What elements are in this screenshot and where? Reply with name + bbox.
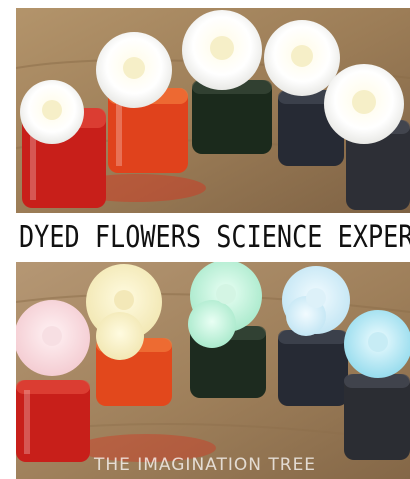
flower-pale-yellow [86, 264, 162, 360]
flower-white-1 [20, 80, 84, 144]
flower-white-5 [324, 64, 404, 144]
flower-white-4 [264, 20, 340, 96]
title-banner: DYED FLOWERS SCIENCE EXPERIMEN [0, 213, 410, 262]
top-photo [16, 8, 410, 213]
banner-title: DYED FLOWERS SCIENCE EXPERIMEN [19, 220, 410, 255]
jar-red [16, 380, 90, 462]
jar-dark-blue [344, 374, 410, 460]
jar-navy [278, 330, 348, 406]
flower-light-blue [282, 266, 350, 336]
flower-white-3 [182, 10, 262, 90]
flower-white-2 [96, 32, 172, 108]
jar-dark-green [192, 80, 272, 154]
flower-mint-green [188, 262, 262, 348]
watermark: THE IMAGINATION TREE [93, 455, 317, 475]
bottom-photo [16, 262, 410, 479]
flower-pink [16, 300, 90, 376]
flower-aqua [344, 310, 410, 378]
